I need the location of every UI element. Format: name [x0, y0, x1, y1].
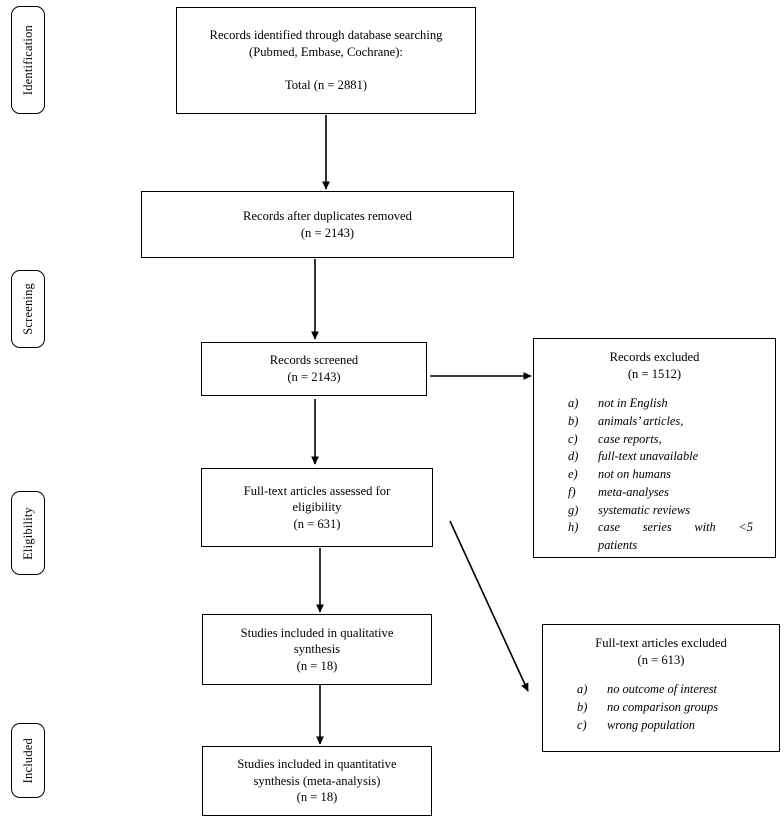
node-line: (n = 631): [293, 516, 341, 531]
node-quantitative-synthesis: Studies included in quantitative synthes…: [202, 746, 432, 816]
list-item: g) systematic reviews: [568, 502, 753, 520]
node-line: Records identified through database sear…: [209, 28, 443, 43]
node-line: Records after duplicates removed: [243, 208, 412, 223]
list-item: b) animals’ articles,: [568, 413, 753, 431]
list-marker: b): [577, 699, 588, 714]
list-item: c) case reports,: [568, 431, 753, 449]
stage-eligibility: Eligibility: [11, 491, 45, 575]
list-item: a) not in English: [568, 395, 753, 413]
node-line: Full-text articles assessed for: [243, 483, 391, 498]
list-text: full-text unavailable: [598, 449, 699, 464]
node-line: (n = 18): [296, 790, 338, 805]
node-records-after-duplicates: Records after duplicates removed (n = 21…: [141, 191, 514, 258]
stage-identification: Identification: [11, 6, 45, 114]
list-text-tail: patients: [598, 538, 638, 553]
stage-eligibility-label: Eligibility: [20, 506, 35, 560]
stage-screening: Screening: [11, 270, 45, 348]
list-text: case reports,: [598, 431, 662, 446]
arrow-fulltext-to-excluded: [449, 520, 529, 692]
list-item: f) meta-analyses: [568, 484, 753, 502]
node-qualitative-synthesis: Studies included in qualitative synthesi…: [202, 614, 432, 685]
node-line: (n = 2143): [287, 370, 341, 384]
list-item: a) no outcome of interest: [577, 681, 757, 699]
list-text: wrong population: [607, 717, 696, 732]
node-line: synthesis: [293, 642, 341, 657]
list-marker: a): [568, 396, 579, 411]
list-marker: f): [568, 484, 576, 499]
node-line: (n = 2143): [300, 225, 355, 240]
list-marker: a): [577, 682, 588, 697]
list-text: not in English: [598, 396, 668, 411]
stage-screening-label: Screening: [20, 283, 35, 335]
list-text: systematic reviews: [598, 502, 691, 517]
list-marker: d): [568, 449, 579, 464]
list-item: d) full-text unavailable: [568, 448, 753, 466]
list-marker: h): [568, 520, 579, 535]
list-text-head: case series with <5: [598, 520, 753, 535]
list-text: no comparison groups: [607, 699, 719, 714]
list-marker: c): [577, 717, 587, 732]
list-item: h) case series with <5 patients: [568, 519, 753, 554]
node-line: Studies included in qualitative: [240, 625, 394, 640]
list-marker: g): [568, 502, 579, 517]
node-line: synthesis (meta-analysis): [253, 773, 381, 788]
node-fulltext-assessed: Full-text articles assessed for eligibil…: [201, 468, 433, 547]
node-line: (Pubmed, Embase, Cochrane):: [249, 44, 403, 59]
records-excluded-list: a) not in English b) animals’ articles, …: [546, 395, 763, 555]
fulltext-excluded-heading: Full-text articles excluded (n = 613): [595, 636, 727, 667]
list-text: not on humans: [598, 467, 671, 482]
list-item: e) not on humans: [568, 466, 753, 484]
node-line: (n = 18): [296, 658, 338, 673]
list-text: meta-analyses: [598, 484, 669, 499]
list-text: case series with <5 patients: [598, 519, 753, 554]
node-records-excluded: Records excluded (n = 1512) a) not in En…: [533, 338, 776, 558]
list-item: c) wrong population: [577, 717, 757, 735]
list-text: no outcome of interest: [607, 682, 718, 697]
node-records-screened: Records screened (n = 2143): [201, 342, 427, 396]
fulltext-excluded-list: a) no outcome of interest b) no comparis…: [555, 681, 767, 734]
node-fulltext-excluded: Full-text articles excluded (n = 613) a)…: [542, 624, 780, 752]
stage-identification-label: Identification: [20, 24, 35, 96]
list-item: b) no comparison groups: [577, 699, 757, 717]
stage-included: Included: [11, 723, 45, 798]
node-line: Studies included in quantitative: [237, 757, 397, 772]
list-marker: c): [568, 431, 578, 446]
node-line: Records screened: [269, 353, 359, 368]
node-line: Total (n = 2881): [284, 78, 368, 93]
list-text: animals’ articles,: [598, 413, 684, 428]
node-records-identified: Records identified through database sear…: [176, 7, 476, 114]
records-excluded-heading: Records excluded (n = 1512): [609, 350, 700, 381]
list-marker: e): [568, 467, 578, 482]
stage-included-label: Included: [20, 737, 35, 784]
node-line: eligibility: [292, 500, 342, 515]
list-marker: b): [568, 413, 579, 428]
